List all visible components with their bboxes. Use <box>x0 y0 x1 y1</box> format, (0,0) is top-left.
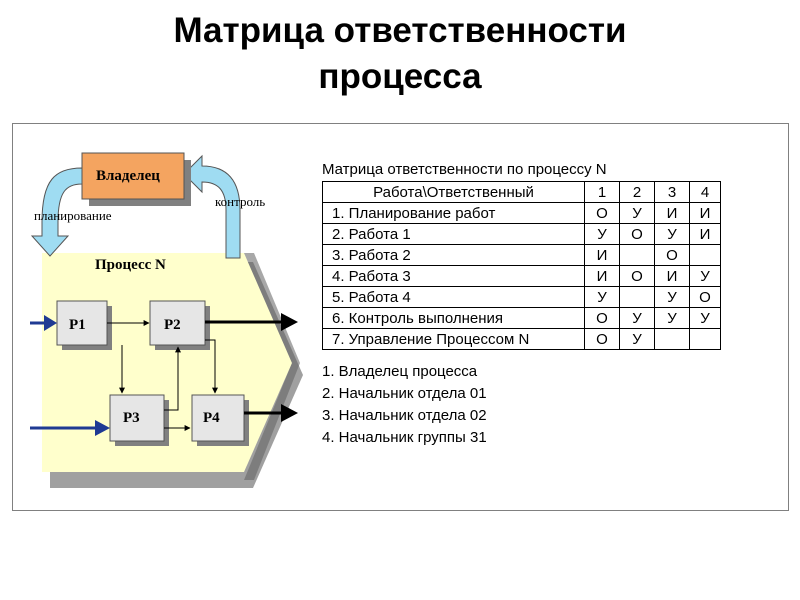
role-cell <box>619 286 655 308</box>
role-cell: У <box>619 202 655 224</box>
control-arrow <box>183 154 241 259</box>
responsibility-matrix: Работа\Ответственный 1 2 3 4 1. Планиров… <box>322 181 721 350</box>
table-row: 2. Работа 1 У О У И <box>322 223 721 245</box>
role-cell: У <box>584 223 620 245</box>
role-cell: У <box>654 223 690 245</box>
role-cell <box>654 328 690 350</box>
role-cell: У <box>654 286 690 308</box>
role-cell: О <box>584 307 620 329</box>
task-cell: 5. Работа 4 <box>322 286 585 308</box>
role-cell: У <box>654 307 690 329</box>
role-cell: И <box>584 244 620 266</box>
table-row: 3. Работа 2 И О <box>322 244 721 266</box>
table-row: 4. Работа 3 И О И У <box>322 265 721 287</box>
role-cell: О <box>584 328 620 350</box>
legend-item: 3. Начальник отдела 02 <box>322 407 487 424</box>
task-cell: 6. Контроль выполнения <box>322 307 585 329</box>
task-cell: 7. Управление Процессом N <box>322 328 585 350</box>
header-col-3: 3 <box>654 181 690 203</box>
title-line-2: процесса <box>318 57 482 96</box>
p1-label: P1 <box>69 317 86 333</box>
p2-box <box>149 300 206 346</box>
process-label: Процесс N <box>95 257 166 273</box>
task-cell: 3. Работа 2 <box>322 244 585 266</box>
arrow-p3-p2 <box>164 346 181 411</box>
matrix-title: Матрица ответственности по процессу N <box>322 161 607 178</box>
p2-label: P2 <box>164 317 181 333</box>
legend-item: 1. Владелец процесса <box>322 363 478 380</box>
output-arrow-p2 <box>205 313 298 331</box>
process-edge <box>244 253 300 480</box>
role-cell: О <box>689 286 721 308</box>
task-cell: 4. Работа 3 <box>322 265 585 287</box>
role-cell: И <box>689 202 721 224</box>
role-cell: О <box>584 202 620 224</box>
table-row: 1. Планирование работ О У И И <box>322 202 721 224</box>
role-cell: У <box>584 286 620 308</box>
input-arrow-p1 <box>30 315 57 331</box>
planning-label: планирование <box>34 208 112 223</box>
role-cell <box>689 328 721 350</box>
legend-item: 2. Начальник отдела 01 <box>322 385 487 402</box>
input-arrow-p3 <box>30 420 110 436</box>
role-cell: У <box>689 265 721 287</box>
role-cell: О <box>654 244 690 266</box>
header-col-2: 2 <box>619 181 655 203</box>
header-task: Работа\Ответственный <box>322 181 585 203</box>
p3-box <box>109 394 165 442</box>
role-cell: У <box>619 307 655 329</box>
role-cell: И <box>654 202 690 224</box>
legend-item: 4. Начальник группы 31 <box>322 429 487 446</box>
task-cell: 2. Работа 1 <box>322 223 585 245</box>
role-cell: И <box>584 265 620 287</box>
p3-label: P3 <box>123 410 140 426</box>
p4-box <box>191 394 245 442</box>
role-cell: О <box>619 265 655 287</box>
planning-arrow <box>30 167 83 257</box>
role-cell: О <box>619 223 655 245</box>
table-row: 7. Управление Процессом N О У <box>322 328 721 350</box>
output-arrow-p4 <box>244 404 298 422</box>
role-cell: И <box>689 223 721 245</box>
role-cell: У <box>689 307 721 329</box>
role-cell <box>689 244 721 266</box>
arrow-p2-p4 <box>205 339 218 394</box>
p4-label: P4 <box>203 410 220 426</box>
owner-label: Владелец <box>96 168 160 184</box>
role-cell: У <box>619 328 655 350</box>
title-line-1: Матрица ответственности <box>173 11 627 50</box>
control-label: контроль <box>215 194 265 209</box>
table-row: 6. Контроль выполнения О У У У <box>322 307 721 329</box>
header-col-4: 4 <box>689 181 721 203</box>
matrix-header-row: Работа\Ответственный 1 2 3 4 <box>322 181 721 203</box>
page-title: Матрица ответственности процесса <box>0 8 800 100</box>
owner-box <box>81 152 185 200</box>
table-row: 5. Работа 4 У У О <box>322 286 721 308</box>
legend: 1. Владелец процесса 2. Начальник отдела… <box>322 361 487 449</box>
header-col-1: 1 <box>584 181 620 203</box>
task-cell: 1. Планирование работ <box>322 202 585 224</box>
role-cell <box>619 244 655 266</box>
role-cell: И <box>654 265 690 287</box>
